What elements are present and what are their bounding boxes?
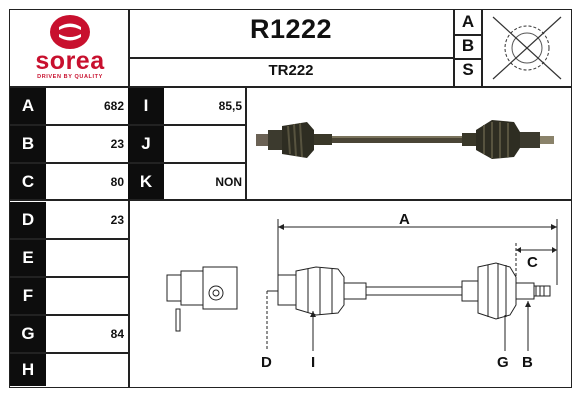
dimension-label-c: C: [527, 254, 538, 271]
callout-label-g: G: [497, 354, 509, 371]
spec-label-c: C: [10, 164, 46, 199]
callout-label-b: B: [522, 354, 533, 371]
mid-row-divider-1: [128, 124, 246, 126]
abs-letter-divider-2: [453, 58, 482, 60]
spec-value-a: 682: [103, 99, 124, 113]
mid-row-divider-2: [128, 162, 246, 164]
left-row-divider: [9, 352, 129, 354]
abs-letter-divider-1: [453, 34, 482, 36]
spec-value-k: NON: [215, 175, 242, 189]
spec-value-g: 84: [110, 327, 124, 341]
left-row-divider: [9, 199, 129, 201]
spec-label-j: J: [128, 126, 164, 162]
spec-value-d: 23: [110, 213, 124, 227]
spec-label-d: D: [10, 202, 46, 238]
spec-value-i: 85,5: [218, 99, 242, 113]
spec-label-a: A: [10, 88, 46, 124]
abs-letter-a: A: [461, 12, 475, 31]
spec-label-k: K: [128, 164, 164, 199]
header-divider: [9, 86, 572, 88]
spec-value-c: 80: [110, 175, 124, 189]
title-right-divider: [453, 9, 455, 87]
brand-name: sorea: [35, 47, 105, 75]
spec-value-b: 23: [110, 137, 124, 151]
mid-value-right-divider: [245, 86, 247, 200]
left-row-divider: [9, 238, 129, 240]
sorea-logo: [12, 12, 126, 84]
spec-label-e: E: [10, 240, 46, 276]
abs-letter-s: S: [462, 60, 474, 79]
mid-table-bottom: [128, 199, 572, 201]
title-divider: [128, 57, 454, 59]
technical-drawing: [166, 219, 558, 351]
spec-label-f: F: [10, 278, 46, 314]
drive-shaft-photo: [256, 120, 554, 159]
left-row-divider: [9, 124, 129, 126]
spec-label-h: H: [10, 354, 46, 386]
spec-label-g: G: [10, 316, 46, 352]
abs-letter-b: B: [461, 36, 475, 55]
brand-tagline: DRIVEN BY QUALITY: [37, 74, 103, 80]
callout-label-i: I: [311, 354, 316, 371]
spec-label-b: B: [10, 126, 46, 162]
left-row-divider: [9, 162, 129, 164]
sub-reference-number: TR222: [268, 62, 314, 79]
spec-label-i: I: [128, 88, 164, 124]
dimension-label-a: A: [399, 211, 410, 228]
reference-number: R1222: [249, 14, 333, 44]
abs-divider: [481, 9, 483, 87]
abs-ring-crossed-icon: [492, 16, 562, 80]
document-frame: [9, 9, 572, 388]
sorea-logo-icon: [50, 15, 90, 49]
left-row-divider: [9, 276, 129, 278]
callout-label-d: D: [261, 354, 272, 371]
left-row-divider: [9, 314, 129, 316]
